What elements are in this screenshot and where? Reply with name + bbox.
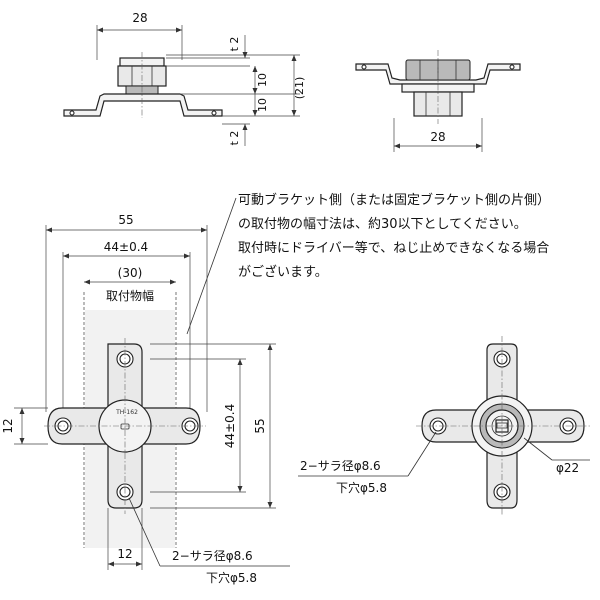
dim-height-lower: 10	[256, 98, 269, 112]
countersink-callout-right: 2−サラ径φ8.6	[300, 459, 381, 473]
model-mark: TH-162	[115, 409, 138, 416]
note-line-1: 可動ブラケット側（または固定ブラケット側の片側）	[238, 192, 550, 208]
dim-width-28-right: 28	[430, 130, 445, 144]
note-line-4: がございます。	[238, 264, 328, 280]
side-view-left: 28 t 2 10 10 (21)	[63, 11, 306, 146]
boss-diameter: φ22	[556, 461, 579, 475]
dim-plan-width-55: 55	[118, 213, 133, 227]
plan-view-left: 55 44±0.4 (30) 取付物幅 TH-162	[1, 213, 290, 585]
note-block: 可動ブラケット側（または固定ブラケット側の片側） の取付物の幅寸法は、約30以下…	[186, 192, 550, 335]
mounting-hole	[54, 417, 72, 435]
note-line-2: の取付物の幅寸法は、約30以下としてください。	[238, 217, 527, 232]
dim-mount-width: (30)	[118, 266, 143, 280]
dim-plan-pitch-v: 44±0.4	[223, 404, 237, 448]
dim-height-overall: (21)	[293, 77, 306, 100]
dim-thickness-bottom: t 2	[228, 131, 241, 146]
mount-width-label: 取付物幅	[106, 288, 154, 303]
plan-view-right: 2−サラ径φ8.6 下穴φ5.8 φ22	[298, 336, 590, 516]
pilot-hole-callout-right: 下穴φ5.8	[336, 480, 387, 495]
dim-plan-pitch-h: 44±0.4	[104, 240, 148, 254]
side-view-right: 28	[355, 50, 521, 152]
dim-height-upper: 10	[256, 73, 269, 87]
dim-width-28: 28	[132, 11, 147, 25]
dim-arm-width: 12	[1, 418, 15, 433]
dim-thickness-top: t 2	[228, 37, 241, 52]
pilot-hole-callout: 下穴φ5.8	[206, 570, 257, 585]
dim-plan-height-55: 55	[253, 418, 267, 433]
dim-arm-width-bottom: 12	[117, 547, 132, 561]
countersink-callout: 2−サラ径φ8.6	[172, 549, 253, 563]
note-line-3: 取付時にドライバー等で、ねじ止めできなくなる場合	[238, 240, 549, 256]
